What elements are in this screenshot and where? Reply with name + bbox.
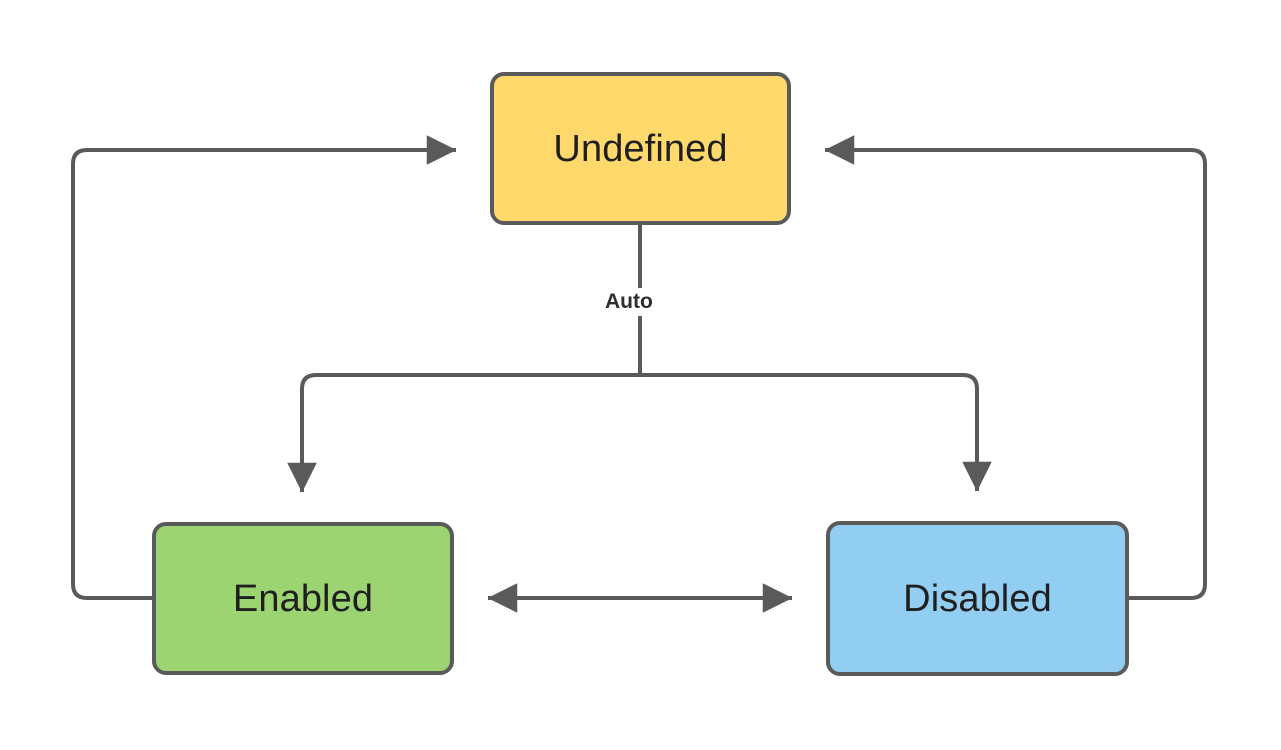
- edge-enabled-to-undefined: [71, 135, 457, 600]
- state-node-undefined-label: Undefined: [553, 127, 728, 170]
- edge-disabled-to-undefined: [824, 135, 1207, 600]
- edge-undefined-to-disabled: [640, 373, 992, 492]
- edge-label-auto: Auto: [598, 288, 660, 315]
- state-node-enabled[interactable]: Enabled: [152, 522, 454, 675]
- edge-undefined-to-enabled: [287, 373, 640, 493]
- state-node-undefined[interactable]: Undefined: [490, 72, 791, 225]
- state-node-enabled-label: Enabled: [232, 577, 374, 620]
- state-node-disabled[interactable]: Disabled: [826, 521, 1129, 676]
- state-node-disabled-label: Disabled: [903, 577, 1052, 620]
